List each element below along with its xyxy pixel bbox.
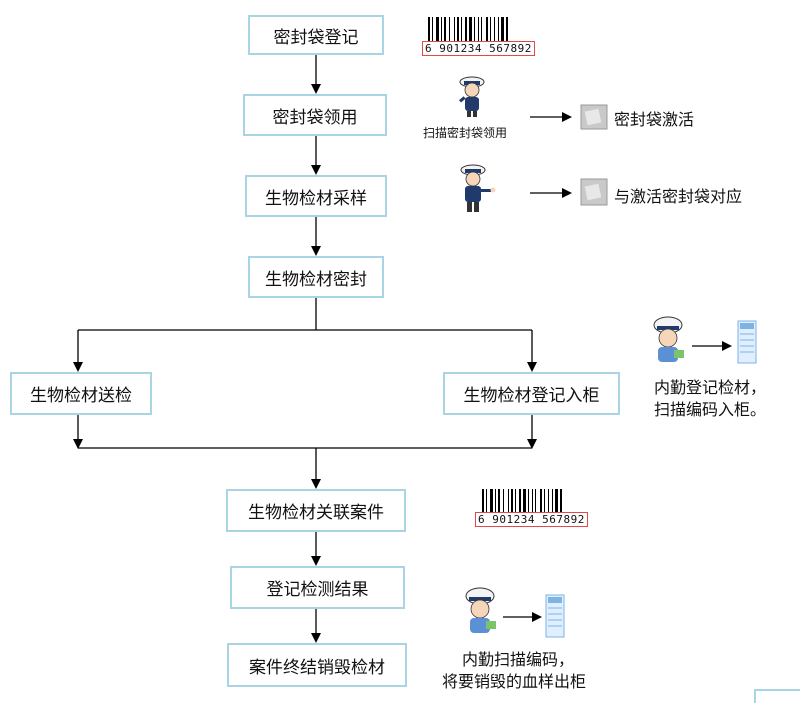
storage-cabinet-icon <box>545 594 565 638</box>
cabinet-note-line2: 扫描编码入柜。 <box>654 400 767 419</box>
destroy-note-line1: 内勤扫描编码， <box>462 650 575 669</box>
match-label: 与激活密封袋对应 <box>614 187 743 206</box>
step-seal-bag-claim: 密封袋领用 <box>243 94 387 136</box>
sealed-bag-icon <box>580 104 608 130</box>
activate-label: 密封袋激活 <box>614 110 695 129</box>
step-seal-bag-register: 密封袋登记 <box>248 15 384 55</box>
barcode-number: 6 901234 567892 <box>422 41 535 56</box>
step-destroy-sample: 案件终结销毁检材 <box>227 643 407 687</box>
destroy-note-line2: 将要销毁的血样出柜 <box>442 672 587 691</box>
step-sample-sealing: 生物检材密封 <box>248 256 384 298</box>
storage-cabinet-icon <box>737 320 757 364</box>
police-officer-icon <box>465 587 496 633</box>
barcode-icon <box>428 17 508 41</box>
step-link-case: 生物检材关联案件 <box>226 489 406 532</box>
sealed-bag-icon <box>580 178 608 206</box>
step-sample-cabinet-register: 生物检材登记入柜 <box>443 372 620 415</box>
police-officer-icon <box>460 164 496 212</box>
scan-claim-label: 扫描密封袋领用 <box>423 126 508 140</box>
barcode-number: 6 901234 567892 <box>475 512 588 527</box>
police-officer-icon <box>459 76 485 117</box>
step-sample-collection: 生物检材采样 <box>245 175 387 217</box>
step-sample-submit: 生物检材送检 <box>10 372 152 415</box>
police-officer-icon <box>653 316 684 362</box>
barcode-icon <box>482 489 562 513</box>
cabinet-note-line1: 内勤登记检材， <box>654 378 767 397</box>
step-record-results: 登记检测结果 <box>230 566 405 609</box>
